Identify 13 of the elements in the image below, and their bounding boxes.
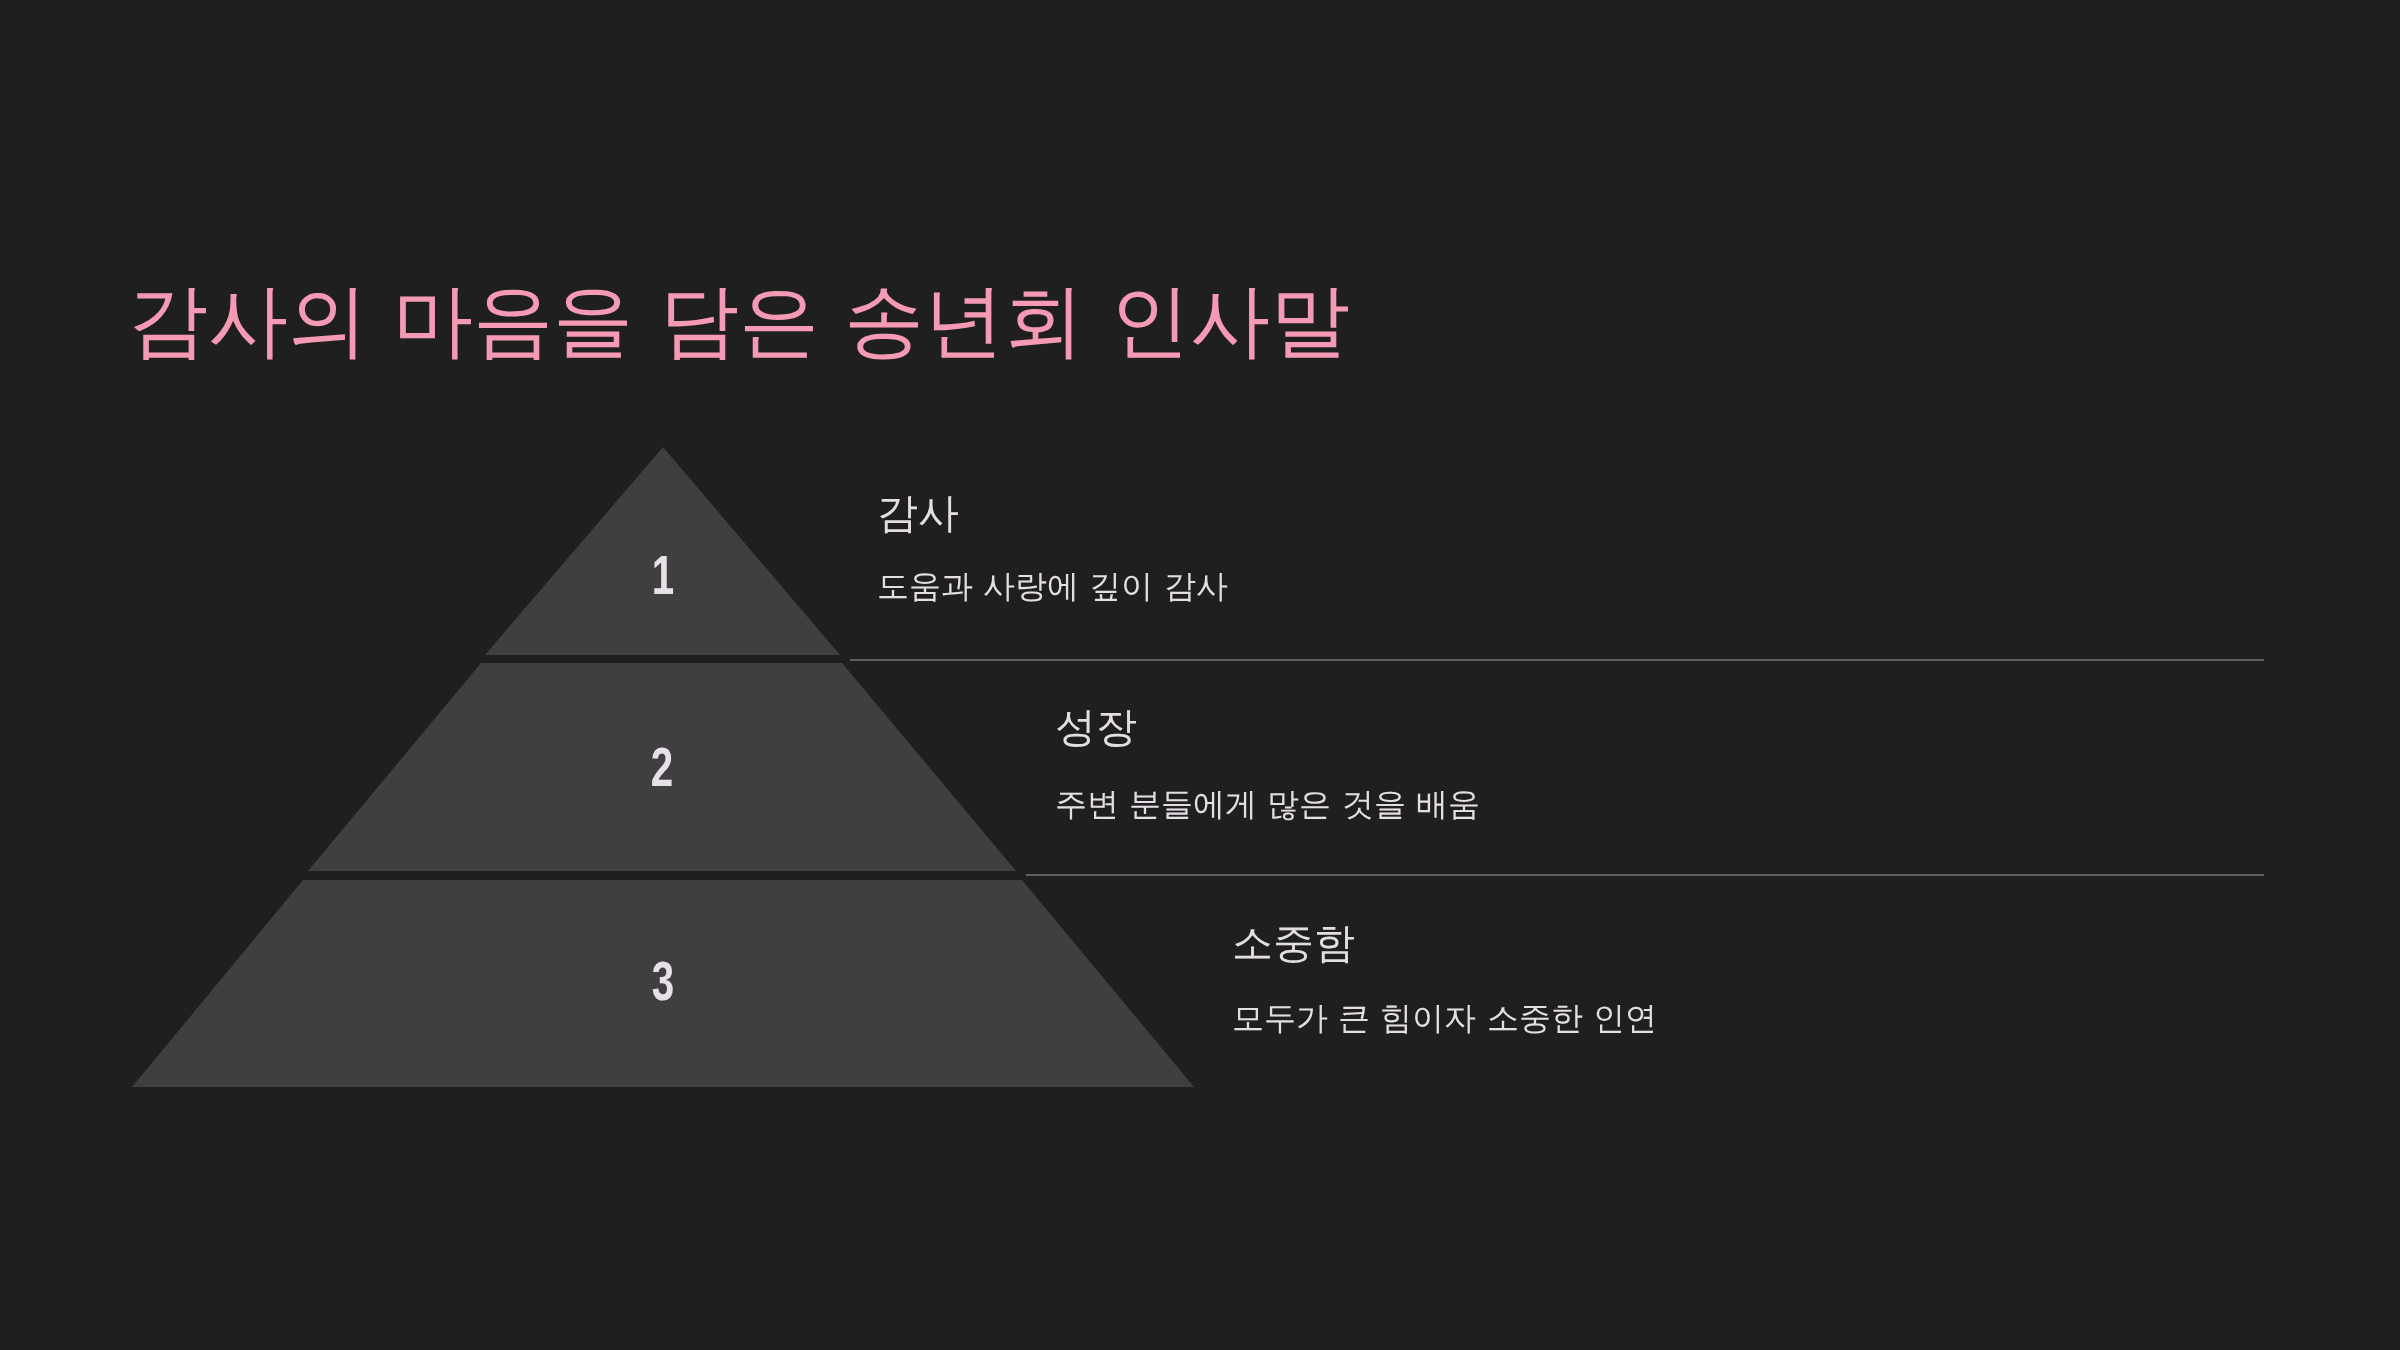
tier-description: 도움과 사랑에 깊이 감사 xyxy=(877,570,1228,602)
tier-heading: 소중함 xyxy=(1232,922,1355,964)
tier-heading: 성장 xyxy=(1055,706,1137,748)
tier-number: 3 xyxy=(651,953,675,1009)
pyramid-tier xyxy=(485,447,840,655)
tier-description: 모두가 큰 힘이자 소중한 인연 xyxy=(1232,1002,1657,1034)
tier-number: 1 xyxy=(651,547,674,603)
pyramid-tier xyxy=(308,663,1016,871)
tier-number: 2 xyxy=(650,739,674,795)
pyramid-tier xyxy=(132,880,1194,1087)
tier-description: 주변 분들에게 많은 것을 배움 xyxy=(1055,788,1480,820)
slide-title: 감사의 마음을 담은 송년회 인사말 xyxy=(128,281,1350,361)
tier-heading: 감사 xyxy=(877,492,959,534)
